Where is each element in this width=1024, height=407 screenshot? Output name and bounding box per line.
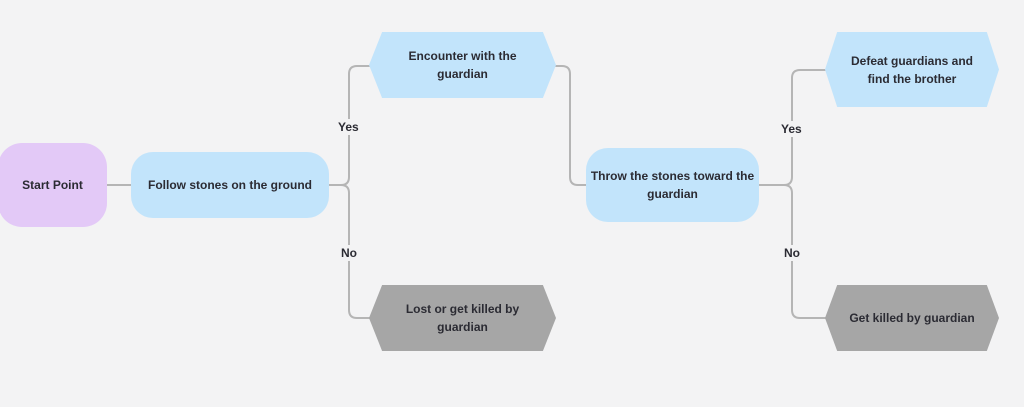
follow-stones-node[interactable]: Follow stones on the ground xyxy=(131,152,329,218)
defeat-guardians-label: Defeat guardians and find the brother xyxy=(850,53,974,86)
start-point-label: Start Point xyxy=(22,178,83,192)
edge-label-yes-defeat: Yes xyxy=(781,121,802,137)
throw-stones-node[interactable]: Throw the stones toward the guardian xyxy=(586,148,759,222)
connector-encounter-to-throw xyxy=(555,65,587,186)
lost-or-killed-node[interactable]: Lost or get killed by guardian xyxy=(369,285,556,351)
start-point-node[interactable]: Start Point xyxy=(0,143,107,227)
follow-stones-label: Follow stones on the ground xyxy=(148,178,312,192)
connector-follow-branch xyxy=(328,65,370,319)
throw-stones-label: Throw the stones toward the guardian xyxy=(590,169,755,201)
edge-label-no-lost: No xyxy=(341,245,357,261)
connector-throw-branch xyxy=(758,69,826,319)
edge-label-yes-encounter: Yes xyxy=(338,119,359,135)
encounter-guardian-label: Encounter with the guardian xyxy=(408,49,517,81)
encounter-guardian-node[interactable]: Encounter with the guardian xyxy=(369,32,556,98)
get-killed-label: Get killed by guardian xyxy=(849,311,975,325)
defeat-guardians-node[interactable]: Defeat guardians and find the brother xyxy=(825,32,999,107)
edge-label-no-killed: No xyxy=(784,245,800,261)
lost-or-killed-label: Lost or get killed by guardian xyxy=(405,302,520,334)
get-killed-node[interactable]: Get killed by guardian xyxy=(825,285,999,351)
